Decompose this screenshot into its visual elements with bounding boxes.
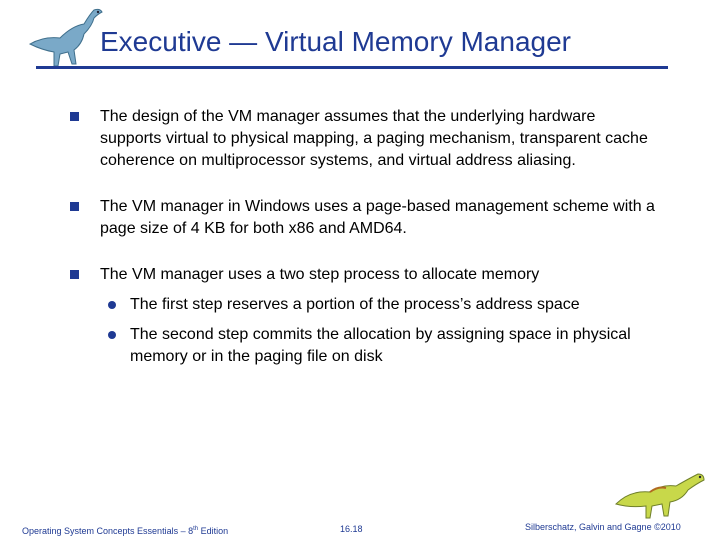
page-number: 16.18 <box>340 524 363 534</box>
bullet-text: The design of the VM manager assumes tha… <box>100 108 648 169</box>
bullet-text: The VM manager uses a two step process t… <box>100 266 540 283</box>
footer-course-title: Operating System Concepts Essentials – 8… <box>22 526 228 536</box>
round-bullet-icon <box>108 331 116 339</box>
square-bullet-icon <box>70 202 79 211</box>
bullet-item: The VM manager in Windows uses a page-ba… <box>70 196 660 240</box>
square-bullet-icon <box>70 112 79 121</box>
footer-text: Edition <box>198 526 229 536</box>
footer-text: Operating System Concepts Essentials – 8 <box>22 526 194 536</box>
square-bullet-icon <box>70 270 79 279</box>
slide-content: The design of the VM manager assumes tha… <box>70 106 660 368</box>
footer-authors: Silberschatz, Galvin and Gagne ©2010 <box>525 522 681 532</box>
sub-bullet-item: The first step reserves a portion of the… <box>70 294 660 316</box>
sub-bullet-text: The second step commits the allocation b… <box>130 326 631 365</box>
bullet-text: The VM manager in Windows uses a page-ba… <box>100 198 655 237</box>
sub-bullet-text: The first step reserves a portion of the… <box>130 296 580 313</box>
footer-superscript: th <box>193 526 199 532</box>
bullet-item: The VM manager uses a two step process t… <box>70 264 660 286</box>
dinosaur-mascot-icon <box>615 473 705 519</box>
sub-bullet-item: The second step commits the allocation b… <box>70 324 660 368</box>
round-bullet-icon <box>108 301 116 309</box>
page-title: Executive — Virtual Memory Manager <box>100 26 571 57</box>
bullet-item: The design of the VM manager assumes tha… <box>70 106 660 172</box>
title-divider <box>36 66 668 69</box>
dinosaur-logo-icon <box>28 8 103 67</box>
